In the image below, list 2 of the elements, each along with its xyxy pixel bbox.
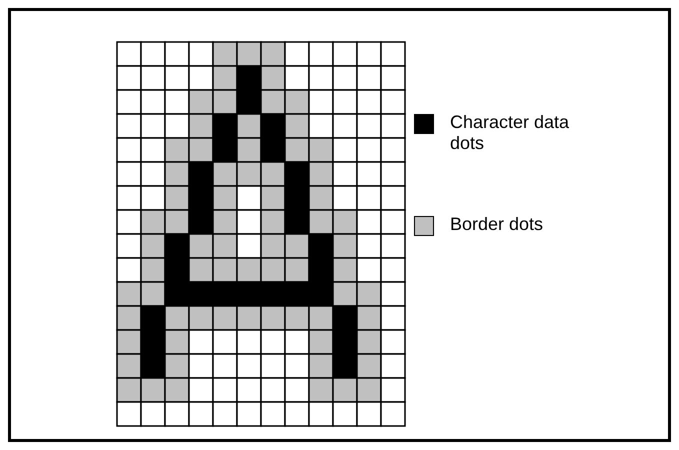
- legend-text: Border dots: [450, 214, 544, 235]
- legend-text: Character data dots: [450, 112, 570, 154]
